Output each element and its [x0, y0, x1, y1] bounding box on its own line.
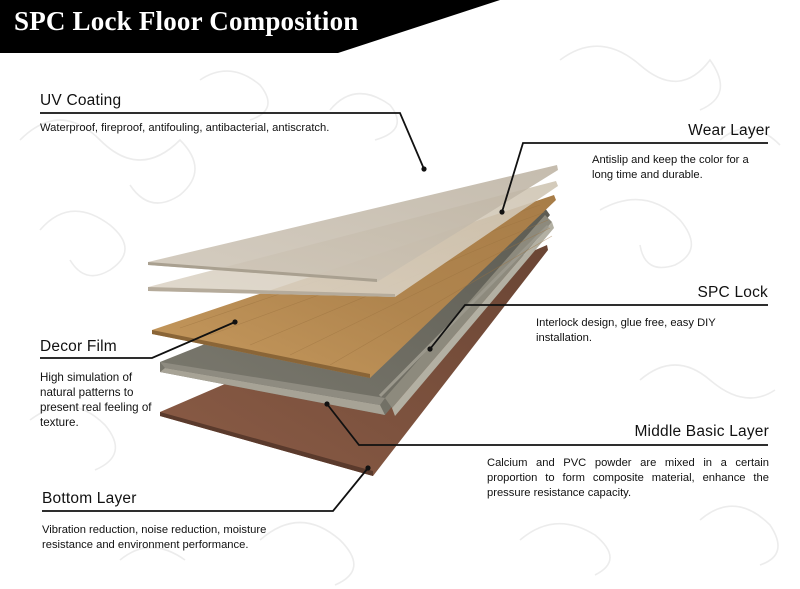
bottom-layer-heading: Bottom Layer — [42, 490, 137, 507]
callout-uv-coating: UV Coating Waterproof, fireproof, antifo… — [40, 92, 400, 136]
uv-coating-heading: UV Coating — [40, 92, 122, 109]
middle-basic-layer-description: Calcium and PVC powder are mixed in a ce… — [487, 457, 769, 499]
callout-decor-film: Decor Film High simulation of natural pa… — [40, 338, 170, 430]
callout-wear-layer: Wear Layer Antislip and keep the color f… — [592, 122, 770, 183]
spc-lock-description: Interlock design, glue free, easy DIY in… — [536, 317, 716, 344]
uv-coating-plank — [148, 165, 558, 282]
bottom-layer-description: Vibration reduction, noise reduction, mo… — [42, 524, 267, 551]
title-banner — [0, 0, 500, 53]
decor-film-heading: Decor Film — [40, 338, 117, 355]
callout-middle-basic-layer: Middle Basic Layer Calcium and PVC powde… — [487, 423, 769, 501]
leader-lines — [40, 112, 768, 512]
wear-layer-description: Antislip and keep the color for a long t… — [592, 154, 749, 181]
spc-lock-heading: SPC Lock — [697, 284, 768, 301]
decor-film-description: High simulation of natural patterns to p… — [40, 371, 152, 429]
page-title: SPC Lock Floor Composition — [14, 6, 359, 36]
uv-coating-description: Waterproof, fireproof, antifouling, anti… — [40, 122, 330, 134]
middle-basic-layer-heading: Middle Basic Layer — [634, 423, 769, 440]
callout-spc-lock: SPC Lock Interlock design, glue free, ea… — [536, 284, 768, 346]
callout-bottom-layer: Bottom Layer Vibration reduction, noise … — [42, 490, 272, 553]
wear-layer-heading: Wear Layer — [688, 122, 770, 139]
leader-dots — [232, 166, 505, 471]
